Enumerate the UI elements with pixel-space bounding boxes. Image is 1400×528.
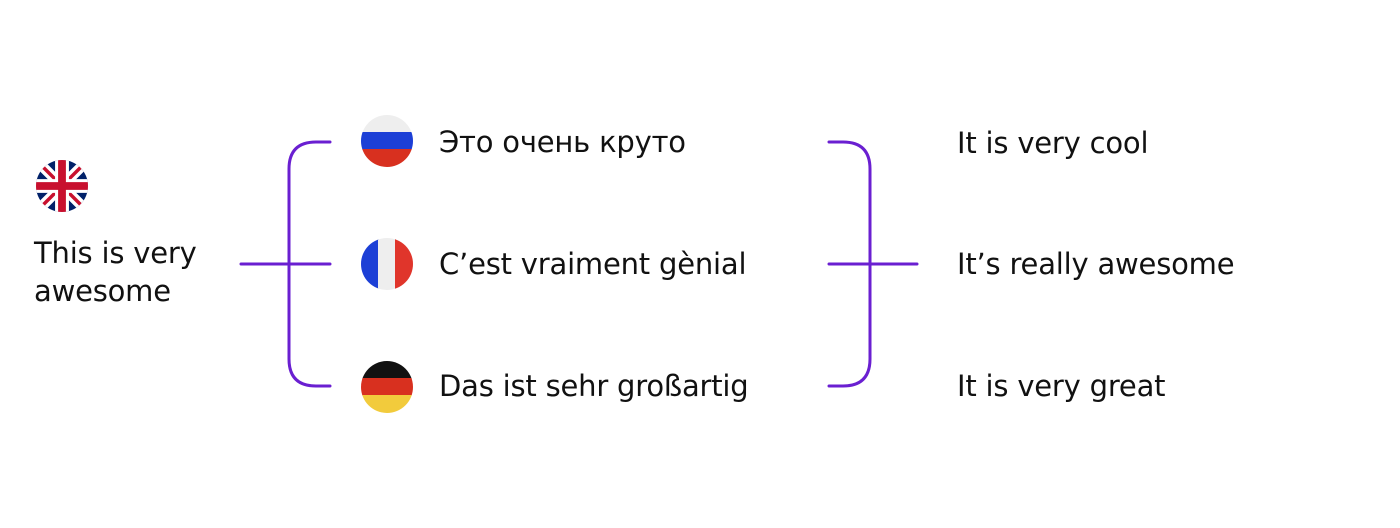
germany-flag-icon (361, 361, 413, 413)
back-translation-1: It is very cool (957, 126, 1149, 160)
source-text-line-1: This is very (34, 236, 197, 270)
france-flag-icon (361, 238, 413, 290)
translation-french: C’est vraiment gènial (439, 247, 747, 281)
translation-russian: Это очень круто (439, 125, 686, 159)
russia-flag-icon (361, 115, 413, 167)
back-translation-2: It’s really awesome (957, 247, 1235, 281)
uk-flag-icon (36, 160, 88, 212)
source-text-line-2: awesome (34, 274, 171, 308)
back-translation-3: It is very great (957, 369, 1166, 403)
translation-german: Das ist sehr großartig (439, 369, 749, 403)
